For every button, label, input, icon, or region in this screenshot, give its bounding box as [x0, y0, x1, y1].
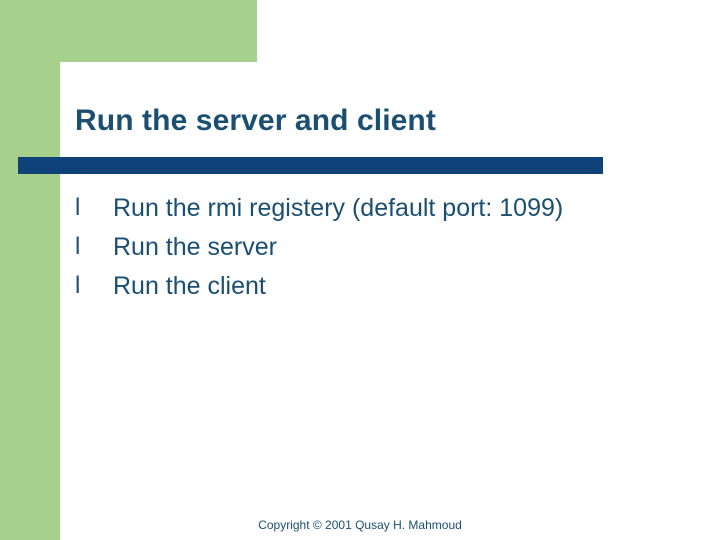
left-green-band — [0, 0, 60, 540]
list-item-label: Run the rmi registery (default port: 109… — [113, 194, 564, 222]
page-title: Run the server and client — [75, 104, 436, 137]
top-green-block — [0, 0, 257, 62]
list-item: l Run the server — [75, 231, 685, 263]
title-underline-bar — [18, 157, 603, 174]
bullet-list: l Run the rmi registery (default port: 1… — [75, 192, 685, 309]
list-item: l Run the client — [75, 270, 685, 302]
copyright-footer: Copyright © 2001 Qusay H. Mahmoud — [258, 518, 462, 532]
bullet-marker-icon: l — [75, 233, 81, 260]
bullet-marker-icon: l — [75, 194, 81, 221]
list-item-label: Run the client — [113, 272, 266, 300]
bullet-marker-icon: l — [75, 272, 81, 299]
list-item-label: Run the server — [113, 233, 277, 261]
list-item: l Run the rmi registery (default port: 1… — [75, 192, 685, 224]
